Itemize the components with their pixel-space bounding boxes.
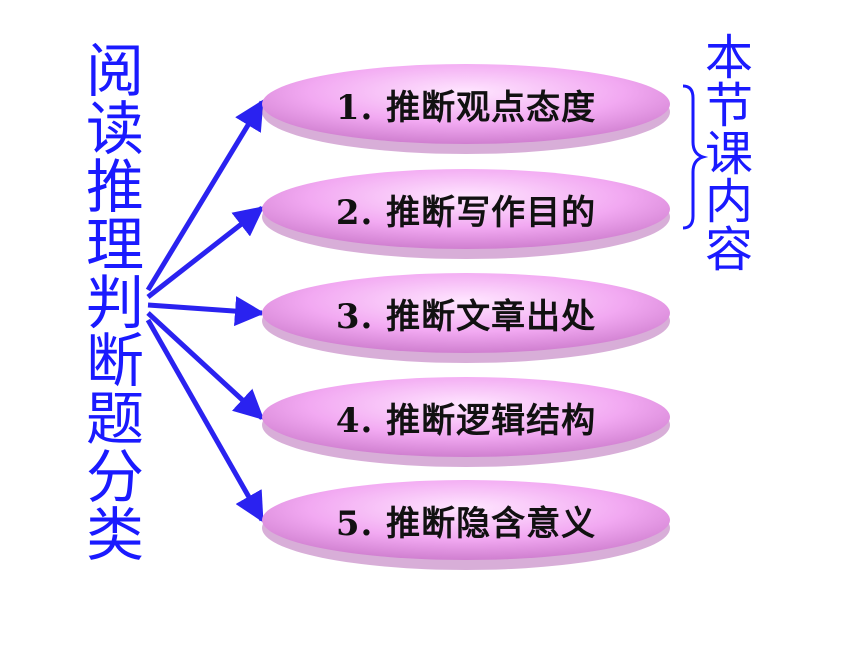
item-2-label: 2. 推断写作目的 [335, 192, 597, 233]
item-4-label-box: 4. 推断逻辑结构 [260, 372, 672, 462]
item-1-label-box: 1. 推断观点态度 [260, 59, 672, 149]
left-title-char: 理 [85, 211, 144, 279]
left-title-char: 类 [85, 501, 144, 569]
arrow-to-item-1 [145, 99, 265, 292]
arrow-to-item-3 [147, 296, 265, 327]
right-title-char: 内 [704, 174, 753, 230]
left-title-char: 断 [85, 327, 144, 395]
left-title-char: 阅 [85, 37, 144, 105]
item-3-label-box: 3. 推断文章出处 [260, 268, 672, 358]
right-title-char: 容 [704, 222, 753, 278]
left-title-char: 分 [85, 443, 144, 511]
left-vertical-title: 阅 读 推 理 判 断 题 分 类 [80, 42, 150, 564]
left-title-char: 判 [85, 269, 144, 337]
arrow-to-item-2 [146, 206, 265, 299]
right-title-char: 本 [704, 30, 753, 86]
item-4-label: 4. 推断逻辑结构 [335, 400, 597, 441]
item-5-label-box: 5. 推断隐含意义 [260, 475, 672, 565]
right-title-char: 节 [704, 78, 753, 134]
left-title-char: 题 [85, 385, 144, 453]
pill-item-2 [262, 169, 670, 259]
item-5-label: 5. 推断隐含意义 [335, 503, 597, 544]
pill-item-3 [262, 273, 670, 363]
left-title-char: 读 [85, 95, 144, 163]
left-title-char: 推 [85, 153, 144, 221]
item-3-label: 3. 推断文章出处 [335, 296, 597, 337]
pill-item-5 [262, 480, 670, 570]
arrow-to-item-4 [146, 311, 265, 421]
pill-item-4 [262, 377, 670, 467]
item-2-label-box: 2. 推断写作目的 [260, 164, 672, 254]
item-1-label: 1. 推断观点态度 [335, 87, 597, 128]
right-vertical-title: 本 节 课 内 容 [700, 34, 758, 274]
right-title-char: 课 [704, 126, 753, 182]
right-brace [682, 84, 709, 230]
pill-item-1 [262, 64, 670, 154]
arrow-to-item-5 [145, 318, 265, 523]
